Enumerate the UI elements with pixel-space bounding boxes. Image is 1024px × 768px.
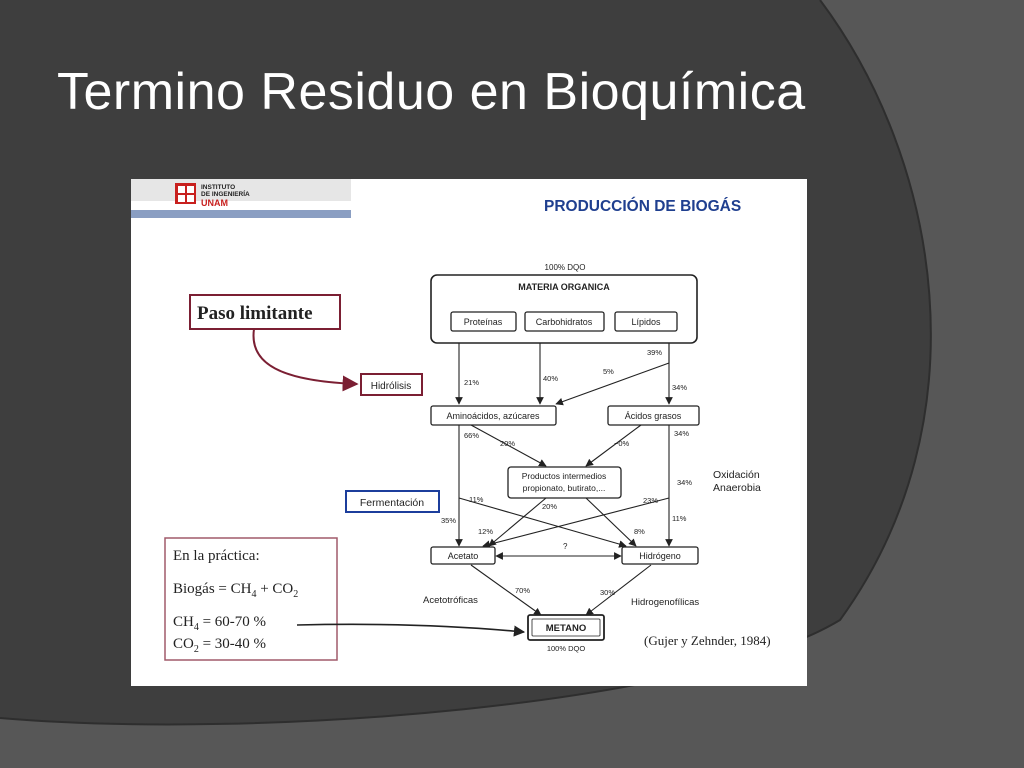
practice-box	[164, 537, 338, 661]
institute-line-2: DE INGENIERÍA	[201, 189, 250, 198]
pct-40: 40%	[543, 374, 558, 383]
hidrolisis-arrows	[455, 343, 673, 406]
slide-title: Termino Residuo en Bioquímica	[57, 63, 806, 121]
pct-21: 21%	[464, 378, 479, 387]
biogas-figure: INSTITUTO DE INGENIERÍA UNAM PRODUCCIÓN …	[131, 179, 807, 686]
ch4-percentage: CH4 = 60-70 %	[173, 614, 266, 633]
metano-label: METANO	[546, 623, 586, 634]
hidrolisis-label: Hidrólisis	[371, 381, 412, 392]
intermedios-box	[507, 466, 622, 499]
fermentacion-box	[345, 490, 440, 513]
bottom-dqo-label: 100% DQO	[547, 644, 586, 653]
pct-12: 12%	[478, 527, 493, 536]
biogas-diagram: INSTITUTO DE INGENIERÍA UNAM PRODUCCIÓN …	[131, 179, 771, 661]
ch4-to-metano-arrow	[296, 623, 526, 637]
pct-11a: 11%	[469, 495, 484, 504]
acidos-grasos-box	[607, 405, 700, 426]
proteinas-box	[450, 311, 517, 332]
pct-35: 35%	[441, 516, 456, 525]
intermedios-line-1: Productos intermedios	[522, 471, 607, 481]
pct-11b: 11%	[672, 514, 687, 523]
pct-70: 70%	[515, 586, 530, 595]
lipidos-label: Lípidos	[631, 317, 661, 327]
pct-39: 39%	[647, 348, 662, 357]
hidrolisis-box	[360, 373, 423, 396]
hidrogenofilicas-label: Hidrogenofílicas	[631, 597, 699, 608]
acidos-grasos-label: Ácidos grasos	[625, 411, 682, 421]
proteinas-label: Proteínas	[464, 317, 503, 327]
aminoacidos-label: Aminoácidos, azúcares	[446, 411, 540, 421]
institute-line-1: INSTITUTO	[201, 184, 235, 191]
practice-heading: En la práctica:	[173, 548, 260, 564]
pct-0: ~0%	[614, 439, 630, 448]
pct-20a: 20%	[500, 439, 515, 448]
background-curve-line	[0, 0, 932, 726]
paso-limitante-box	[189, 294, 341, 330]
figure-title: PRODUCCIÓN DE BIOGÁS	[544, 197, 741, 215]
top-dqo-label: 100% DQO	[545, 263, 586, 272]
pct-5: 5%	[603, 367, 614, 376]
pct-23: 23%	[643, 496, 658, 505]
pct-34c: 34%	[677, 478, 692, 487]
carbohidratos-box	[524, 311, 605, 332]
hidrogeno-box	[621, 546, 699, 565]
aminoacidos-box	[430, 405, 557, 426]
carbohidratos-label: Carbohidratos	[536, 317, 593, 327]
institute-logo	[131, 179, 351, 218]
metano-box	[527, 614, 605, 641]
fermentation-arrows	[455, 424, 673, 616]
institute-unam: UNAM	[201, 198, 228, 208]
pct-8: 8%	[634, 527, 645, 536]
biogas-formula: Biogás = CH4 + CO2	[173, 581, 298, 600]
co2-percentage: CO2 = 30-40 %	[173, 636, 266, 655]
pct-20b: 20%	[542, 502, 557, 511]
question-mark: ?	[563, 542, 568, 551]
lipidos-box	[614, 311, 678, 332]
paso-limitante-arrow	[252, 328, 359, 392]
acetotroficas-label: Acetotróficas	[423, 595, 478, 606]
paso-limitante-label: Paso limitante	[197, 303, 313, 324]
materia-organica-label: MATERIA ORGANICA	[518, 282, 610, 292]
citation: (Gujer y Zehnder, 1984)	[644, 633, 771, 648]
pct-66: 66%	[464, 431, 479, 440]
pct-34a: 34%	[672, 383, 687, 392]
pct-34b: 34%	[674, 429, 689, 438]
oxidacion-line-2: Anaerobia	[713, 482, 761, 494]
acetato-box	[430, 546, 496, 565]
hidrogeno-label: Hidrógeno	[639, 551, 681, 561]
intermedios-line-2: propionato, butirato,...	[523, 483, 606, 493]
fermentacion-label: Fermentación	[360, 497, 424, 509]
oxidacion-line-1: Oxidación	[713, 469, 760, 481]
pct-30: 30%	[600, 588, 615, 597]
acetato-label: Acetato	[448, 551, 479, 561]
